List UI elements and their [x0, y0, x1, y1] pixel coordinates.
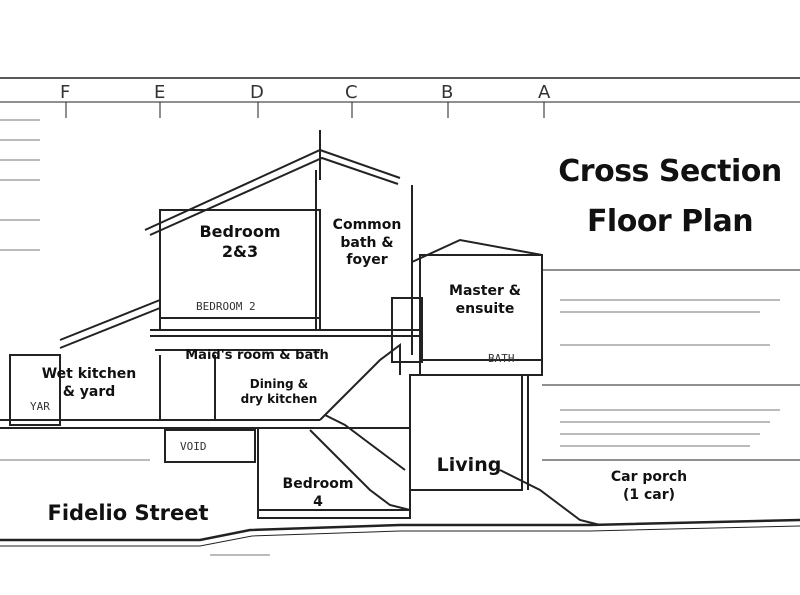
drawing-text-void: VOID	[180, 440, 207, 453]
label-car-porch: Car porch (1 car)	[610, 469, 688, 503]
grid-letter-c: C	[345, 82, 358, 103]
label-wet-kitchen-yard: Wet kitchen & yard	[41, 366, 137, 400]
label-master-ensuite: Master & ensuite	[449, 283, 521, 317]
label-bedroom-4: Bedroom 4	[282, 476, 354, 510]
drawing-text-yard: YAR	[30, 400, 50, 413]
drawing-text-bedroom2: BEDROOM 2	[196, 300, 256, 313]
grid-letter-b: B	[441, 82, 454, 103]
label-dining-dry-kitchen: Dining & dry kitchen	[240, 377, 318, 406]
label-bedroom-2-3: Bedroom 2&3	[199, 222, 281, 261]
grid-letter-f: F	[60, 82, 71, 103]
drawing-text-bath: BATH	[488, 352, 515, 365]
title-line-2: Floor Plan	[586, 204, 754, 239]
grid-letter-d: D	[250, 82, 264, 103]
label-living: Living	[436, 454, 502, 476]
label-street: Fidelio Street	[47, 501, 209, 525]
title-line-1: Cross Section	[558, 154, 782, 189]
grid-letter-e: E	[154, 82, 166, 103]
label-common-bath-foyer: Common bath & foyer	[332, 217, 402, 268]
label-maids-room-bath: Maid's room & bath	[185, 348, 329, 363]
grid-letter-a: A	[538, 82, 551, 103]
